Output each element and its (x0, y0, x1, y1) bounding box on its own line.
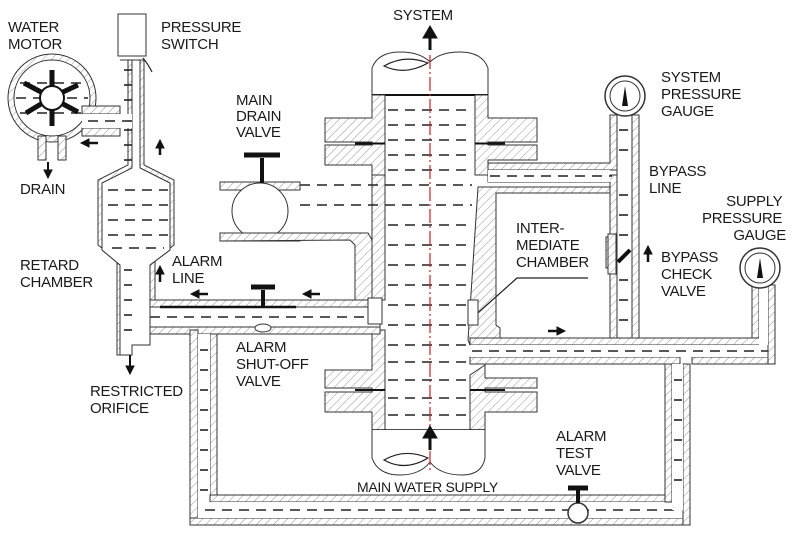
flow-arrow-left (189, 289, 200, 299)
flow-arrow-down (43, 169, 53, 180)
label-supply-pressure-gauge: SUPPLY PRESSURE GAUGE (702, 193, 786, 244)
water-motor (7, 53, 132, 180)
flow-arrow-up-system (422, 25, 438, 39)
flow-arrow-left (79, 138, 90, 148)
label-water-motor: WATER MOTOR (8, 19, 63, 53)
main-valve-body (300, 25, 620, 476)
label-drain: DRAIN (20, 181, 65, 198)
label-alarm-test-valve: ALARM TEST VALVE (556, 428, 610, 479)
label-alarm-line: ALARM LINE (172, 253, 226, 287)
bypass-check-flap (616, 248, 632, 264)
flow-arrow-right (556, 326, 567, 336)
water-ticks-lower (200, 349, 682, 491)
main-drain-valve (219, 152, 301, 242)
water-ticks-vertical (124, 69, 132, 331)
label-system-pressure-gauge: SYSTEM PRESSURE GAUGE (661, 69, 745, 120)
flow-arrow-down (125, 365, 135, 376)
flow-arrow-up (643, 244, 653, 255)
water-ticks-bypass (619, 129, 628, 321)
alarm-test-line (189, 329, 691, 526)
retard-chamber (97, 59, 175, 376)
label-system: SYSTEM (393, 7, 453, 24)
flow-arrow-up (155, 138, 165, 149)
flow-arrow-up (155, 264, 165, 275)
label-retard-chamber: RETARD CHAMBER (20, 257, 93, 291)
flow-arrow-up-supply (422, 425, 438, 439)
system-gauge-needle (622, 86, 628, 106)
supply-gauge-needle (757, 258, 763, 278)
label-main-water-supply: MAIN WATER SUPPLY (357, 479, 499, 495)
pressure-switch (117, 13, 153, 73)
label-intermediate-chamber: INTER- MEDIATE CHAMBER (516, 220, 589, 271)
label-alarm-shutoff-valve: ALARM SHUT-OFF VALVE (236, 339, 312, 390)
intermediate-chamber (467, 186, 616, 346)
flow-arrow-left (301, 289, 312, 299)
label-main-drain-valve: MAIN DRAIN VALVE (236, 92, 285, 141)
labels: WATER MOTOR PRESSURE SWITCH DRAIN MAIN D… (8, 7, 787, 495)
bypass-line (469, 75, 781, 365)
label-pressure-switch: PRESSURE SWITCH (161, 19, 245, 53)
label-bypass-check-valve: BYPASS CHECK VALVE (661, 249, 722, 300)
label-restricted-orifice: RESTRICTED ORIFICE (90, 383, 187, 417)
label-bypass-line: BYPASS LINE (649, 163, 710, 197)
